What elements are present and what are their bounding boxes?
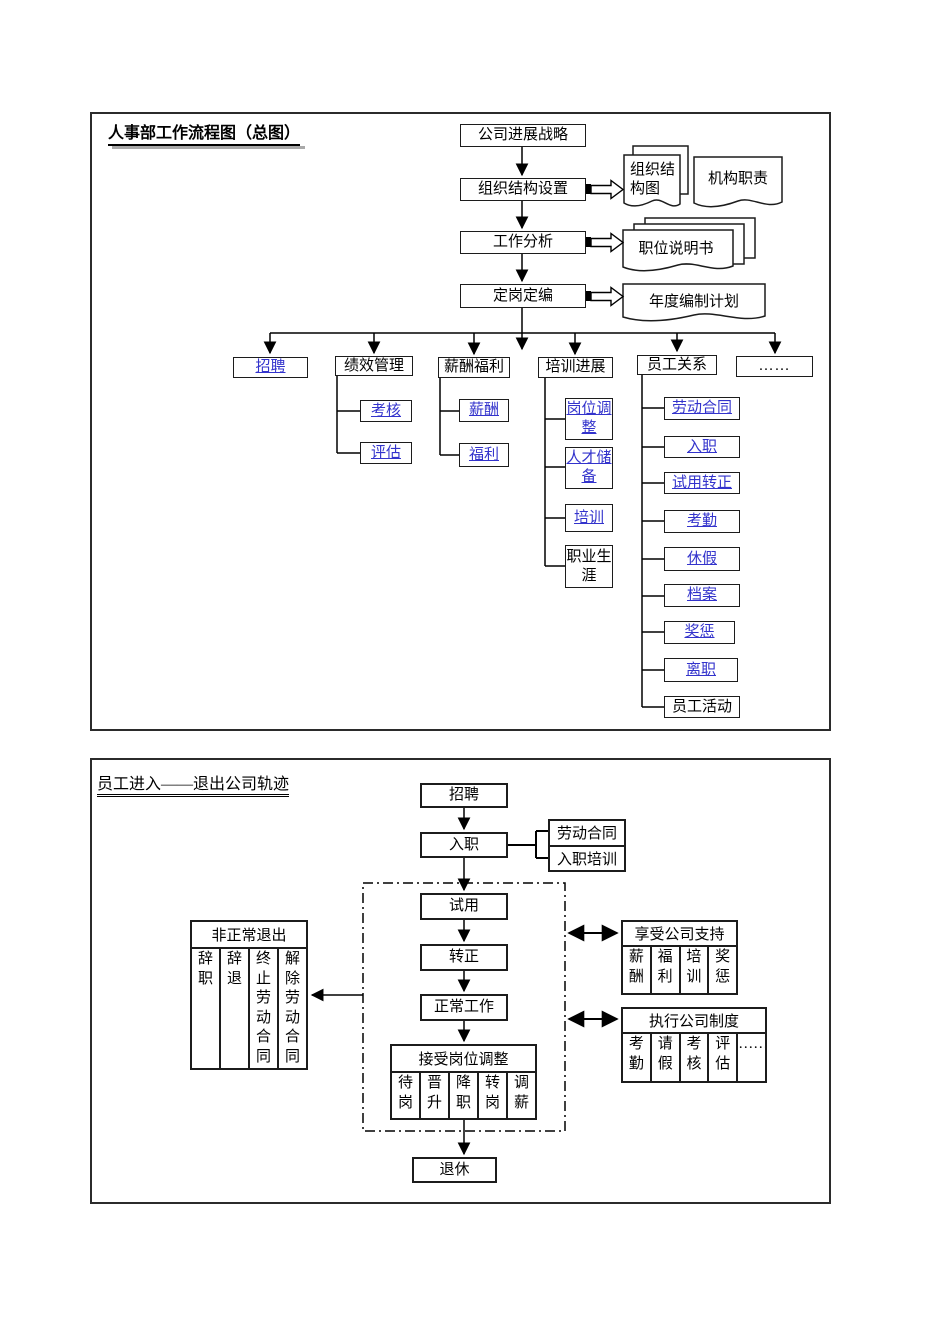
rules-col-evaluate: 评估 — [707, 1034, 736, 1081]
flow-job-analysis: 工作分析 — [460, 231, 586, 254]
exit-col-terminate-contract: 终止劳动合同 — [248, 949, 277, 1068]
track-regular: 转正 — [420, 944, 508, 971]
train-talent-pool-link[interactable]: 人才储备 — [565, 447, 613, 489]
abnormal-exit-title: 非正常退出 — [192, 922, 306, 949]
rel-resign-link[interactable]: 离职 — [664, 658, 738, 682]
track-retire: 退休 — [412, 1157, 497, 1183]
comp-salary-link[interactable]: 薪酬 — [459, 399, 509, 422]
rel-labor-contract-link[interactable]: 劳动合同 — [664, 397, 740, 420]
track-probation: 试用 — [420, 893, 508, 920]
panel1-title: 人事部工作流程图（总图） — [108, 125, 306, 149]
panel2-title: 员工进入——退出公司轨迹 — [97, 776, 290, 797]
rel-onboard-link[interactable]: 入职 — [664, 436, 740, 458]
support-col-reward: 奖惩 — [707, 947, 736, 993]
branch-employee-relations: 员工关系 — [637, 355, 717, 375]
train-post-adjust-link[interactable]: 岗位调整 — [565, 398, 613, 440]
rules-col-attendance: 考勤 — [628, 1036, 644, 1072]
rel-archives-link[interactable]: 档案 — [664, 584, 740, 607]
company-support-title: 享受公司支持 — [623, 922, 736, 947]
train-career: 职业生涯 — [565, 545, 613, 588]
exit-col-resign: 辞职 — [197, 951, 213, 987]
attach-labor-contract: 劳动合同 — [550, 821, 624, 847]
flow-org-structure-setup: 组织结构设置 — [460, 178, 586, 201]
track-recruit: 招聘 — [420, 783, 508, 808]
rel-leave-link[interactable]: 休假 — [664, 547, 740, 571]
branch-training: 培训进展 — [538, 357, 613, 378]
support-col-salary: 薪酬 — [628, 949, 644, 985]
adjust-col-transfer: 转岗 — [477, 1073, 506, 1118]
company-rules-table: 执行公司制度 考勤 请假 考核 评估 …… — [621, 1007, 767, 1083]
adjust-col-await: 待岗 — [397, 1075, 413, 1111]
rules-col-assess: 考核 — [678, 1034, 708, 1081]
branch-recruit-link[interactable]: 招聘 — [233, 357, 308, 378]
perf-assess-link[interactable]: 考核 — [360, 400, 412, 422]
perf-evaluate-link[interactable]: 评估 — [360, 442, 412, 464]
doc-org-chart-label: 组织结构图 — [630, 162, 676, 197]
flow-staffing-plan: 定岗定编 — [460, 284, 586, 308]
branch-more: …… — [736, 356, 813, 377]
adjust-col-salary-change: 调薪 — [506, 1073, 535, 1118]
support-col-welfare: 福利 — [649, 947, 679, 993]
post-adjust-table: 接受岗位调整 待岗 晋升 降职 转岗 调薪 — [390, 1044, 537, 1120]
abnormal-exit-table: 非正常退出 辞职 辞退 终止劳动合同 解除劳动合同 — [190, 920, 308, 1070]
rel-probation-link[interactable]: 试用转正 — [664, 472, 740, 494]
adjust-col-demote: 降职 — [448, 1073, 477, 1118]
train-training-link[interactable]: 培训 — [565, 504, 613, 532]
rel-reward-link[interactable]: 奖惩 — [664, 621, 735, 644]
track-normal-work: 正常工作 — [420, 994, 508, 1021]
onboard-attachments: 劳动合同 入职培训 — [548, 819, 626, 872]
company-rules-title: 执行公司制度 — [623, 1009, 765, 1034]
doc-org-duty-label: 机构职责 — [707, 171, 768, 187]
branch-performance: 绩效管理 — [335, 356, 413, 376]
comp-welfare-link[interactable]: 福利 — [459, 443, 509, 467]
exit-col-rescind-contract: 解除劳动合同 — [277, 949, 306, 1068]
adjust-col-promote: 晋升 — [419, 1073, 448, 1118]
doc-annual-plan-label: 年度编制计划 — [648, 294, 739, 310]
branch-compensation: 薪酬福利 — [438, 357, 510, 378]
post-adjust-title: 接受岗位调整 — [392, 1046, 535, 1073]
rel-activities: 员工活动 — [664, 696, 740, 718]
rules-col-more: …… — [736, 1034, 765, 1081]
rel-attendance-link[interactable]: 考勤 — [664, 510, 740, 533]
flow-company-strategy: 公司进展战略 — [460, 124, 586, 147]
exit-col-dismiss: 辞退 — [219, 949, 248, 1068]
rules-col-leave-request: 请假 — [649, 1034, 679, 1081]
support-col-training: 培训 — [678, 947, 708, 993]
company-support-table: 享受公司支持 薪酬 福利 培训 奖惩 — [621, 920, 738, 995]
track-onboard: 入职 — [420, 832, 508, 858]
doc-job-desc-label: 职位说明书 — [638, 241, 714, 257]
attach-onboard-training: 入职培训 — [556, 851, 617, 868]
